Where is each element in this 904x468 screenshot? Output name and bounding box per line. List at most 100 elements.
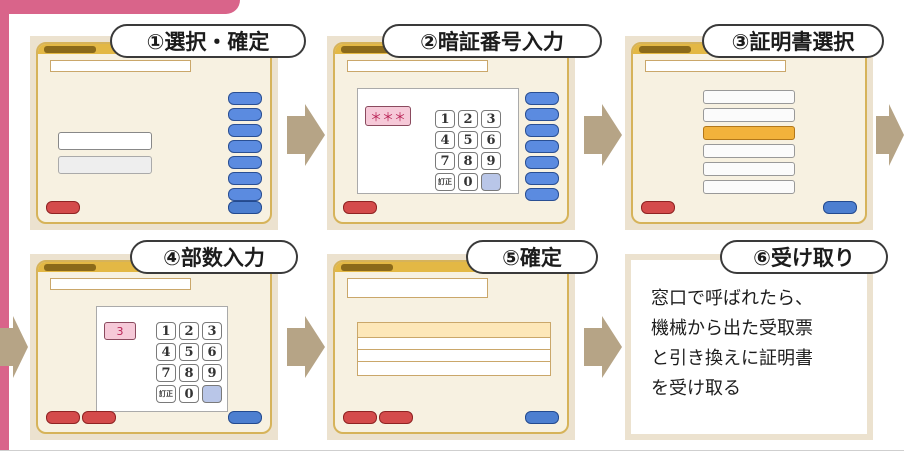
top-accent-tab	[0, 0, 240, 14]
keypad-key: 9	[202, 364, 222, 382]
keypad-key: 3	[202, 322, 222, 340]
keypad-key: 0	[179, 385, 199, 403]
instruction-bar	[50, 278, 192, 290]
keypad-enter-key	[202, 385, 222, 403]
language-button	[525, 156, 559, 169]
keypad-key: 4	[435, 131, 455, 149]
keypad-key: 5	[458, 131, 478, 149]
language-button	[228, 172, 262, 185]
language-button	[228, 188, 262, 201]
certificate-option	[703, 108, 795, 122]
keypad-key: 1	[435, 110, 455, 128]
copies-display: 3	[104, 322, 136, 340]
screen-tab-badge	[44, 46, 96, 53]
pin-value: ＊＊＊	[369, 109, 406, 124]
arrow-right-icon	[584, 104, 622, 166]
keypad-key: 1	[156, 322, 176, 340]
back-button	[343, 411, 377, 424]
bottom-divider	[0, 450, 904, 451]
screen-title-bar	[335, 262, 567, 272]
instruction-line: と引き換えに証明書	[651, 348, 813, 369]
step-1-screen	[36, 42, 272, 224]
arrow-right-icon	[0, 316, 28, 378]
language-button	[228, 156, 262, 169]
language-button	[525, 108, 559, 121]
language-button	[525, 92, 559, 105]
language-button	[228, 92, 262, 105]
instruction-bar	[347, 60, 489, 72]
certificate-option	[703, 162, 795, 176]
keypad-key: 2	[179, 322, 199, 340]
left-accent-bar	[0, 0, 9, 450]
step-3-screen	[631, 42, 867, 224]
instruction-line: 窓口で呼ばれたら、	[651, 288, 813, 309]
keypad-clear-key: 訂正	[435, 173, 455, 191]
start-over-button	[82, 411, 116, 424]
keypad-key: 0	[458, 173, 478, 191]
confirm-button	[525, 411, 559, 424]
keypad-key: 7	[435, 152, 455, 170]
language-button	[228, 108, 262, 121]
confirm-button	[823, 201, 857, 214]
instruction-line: を受け取る	[651, 378, 741, 399]
language-button	[525, 172, 559, 185]
keypad-key: 8	[458, 152, 478, 170]
arrow-right-icon	[876, 104, 904, 166]
back-button	[46, 411, 80, 424]
confirm-button	[228, 201, 262, 214]
summary-row	[358, 349, 550, 350]
address-option	[58, 132, 152, 150]
step-3-label: ③証明書選択	[702, 24, 884, 58]
certificate-option	[703, 180, 795, 194]
language-button	[228, 140, 262, 153]
arrow-right-icon	[287, 316, 325, 378]
arrow-right-icon	[287, 104, 325, 166]
step-6-panel: 窓口で呼ばれたら、 機械から出た受取票 と引き換えに証明書 を受け取る	[625, 254, 873, 440]
receive-instructions-box	[631, 260, 867, 434]
arrow-right-icon	[584, 316, 622, 378]
back-button	[46, 201, 80, 214]
summary-row	[358, 323, 550, 338]
language-button	[525, 124, 559, 137]
step-3-panel	[625, 36, 873, 230]
language-button	[228, 124, 262, 137]
summary-table	[357, 322, 551, 376]
keypad-key: 2	[458, 110, 478, 128]
certificate-option	[703, 90, 795, 104]
back-button	[641, 201, 675, 214]
keypad-key: 4	[156, 343, 176, 361]
step-2-label: ②暗証番号入力	[382, 24, 602, 58]
keypad-key: 6	[202, 343, 222, 361]
instruction-bar	[50, 60, 192, 72]
start-over-button	[379, 411, 413, 424]
other-address-option	[58, 156, 152, 174]
pin-display: ＊＊＊	[365, 106, 411, 126]
summary-row	[358, 361, 550, 362]
screen-tab-badge	[341, 264, 393, 271]
step-5-label: ⑤確定	[466, 240, 598, 274]
copies-value: 3	[116, 324, 124, 338]
instruction-line: 機械から出た受取票	[651, 318, 813, 339]
keypad-key: 5	[179, 343, 199, 361]
keypad-clear-key: 訂正	[156, 385, 176, 403]
keypad-key: 8	[179, 364, 199, 382]
certificate-option	[703, 144, 795, 158]
certificate-option-selected	[703, 126, 795, 140]
language-button	[525, 140, 559, 153]
step-5-screen	[333, 260, 569, 434]
receive-instructions: 窓口で呼ばれたら、 機械から出た受取票 と引き換えに証明書 を受け取る	[651, 284, 813, 404]
back-button	[343, 201, 377, 214]
instruction-bar	[645, 60, 787, 72]
keypad-key: 9	[481, 152, 501, 170]
keypad-enter-key	[481, 173, 501, 191]
confirm-button	[228, 411, 262, 424]
keypad-key: 3	[481, 110, 501, 128]
screen-tab-badge	[639, 46, 691, 53]
